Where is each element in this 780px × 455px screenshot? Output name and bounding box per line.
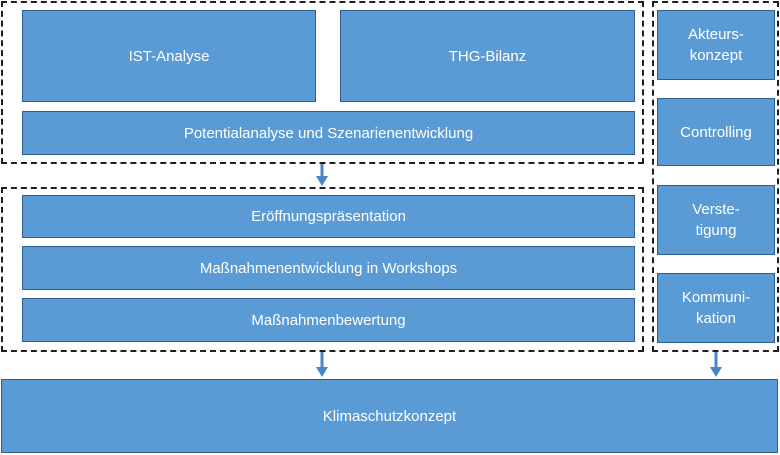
arrow-down-icon [315,352,329,378]
ist-analyse-box: IST-Analyse [22,10,316,102]
thg-bilanz-box: THG-Bilanz [340,10,635,102]
kommunikation-box: Kommuni- kation [657,273,775,343]
massnahmenbewertung-box: Maßnahmenbewertung [22,298,635,342]
massnahmenentwicklung-box: Maßnahmenentwicklung in Workshops [22,246,635,290]
controlling-box: Controlling [657,98,775,166]
eroeffnungspraesentation-box: Eröffnungspräsentation [22,195,635,238]
arrow-down-icon [709,352,723,378]
verstetigung-box: Verste- tigung [657,185,775,255]
potentialanalyse-box: Potentialanalyse und Szenarienentwicklun… [22,111,635,155]
klimaschutzkonzept-box: Klimaschutzkonzept [1,379,778,453]
arrow-down-icon [315,164,329,187]
akteurskonzept-box: Akteurs- konzept [657,10,775,80]
